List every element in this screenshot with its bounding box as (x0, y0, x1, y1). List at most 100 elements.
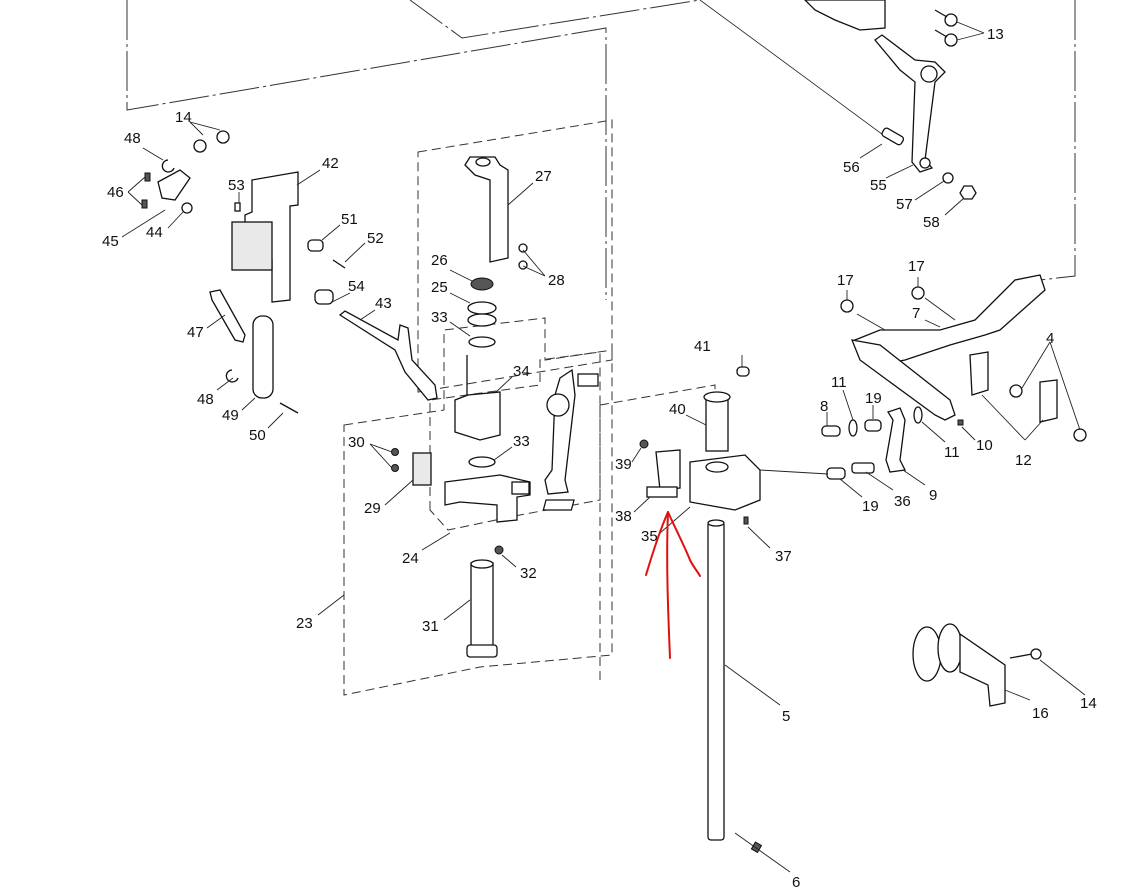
part-24-stub (511, 481, 530, 495)
part-46-setscrew-a (144, 172, 151, 182)
part-27-eye (475, 157, 491, 167)
part-connecting-rod (544, 368, 576, 495)
part-connecting-rod-pin (577, 373, 599, 387)
part-54-spring (314, 289, 334, 305)
part-32-screw (494, 545, 504, 555)
callout-19a: 19 (865, 390, 882, 407)
part-35-bore (705, 461, 729, 473)
callout-33b: 33 (513, 433, 530, 450)
part-48-eclip-a (161, 159, 175, 173)
upper-left-boundary (126, 0, 607, 300)
callout-19b: 19 (862, 498, 879, 515)
callout-58: 58 (923, 214, 940, 231)
part-31-top (470, 559, 494, 569)
part-12-clamp-a (969, 351, 989, 396)
part-45-arm (157, 169, 191, 201)
part-34-block (454, 391, 501, 441)
part-10-setscrew (957, 419, 964, 426)
callout-6: 6 (792, 874, 800, 891)
callout-57: 57 (896, 196, 913, 213)
callout-45: 45 (102, 233, 119, 250)
part-7-crank (850, 339, 956, 421)
part-13-screw-a (944, 13, 958, 27)
callout-55: 55 (870, 177, 887, 194)
parts (141, 0, 1087, 854)
callout-8: 8 (820, 398, 828, 415)
part-16-pulley-front (912, 626, 942, 682)
callout-36: 36 (894, 493, 911, 510)
red-arrow-left-stroke (645, 511, 671, 659)
callout-11a: 11 (831, 374, 847, 391)
part-17-cap-a (840, 299, 854, 313)
part-33-washer-b (468, 456, 496, 468)
part-13-shank-a (934, 9, 948, 18)
callout-52: 52 (367, 230, 384, 247)
part-31-sleeve (470, 562, 494, 654)
part-41-screw (736, 366, 750, 377)
callout-50: 50 (249, 427, 266, 444)
part-33-washer-a (468, 336, 496, 348)
callout-4: 4 (1046, 330, 1054, 347)
part-25-spool-b (467, 313, 497, 327)
callout-34: 34 (513, 363, 530, 380)
callout-56: 56 (843, 159, 860, 176)
part-19-pin-b (826, 467, 846, 480)
callout-9: 9 (929, 487, 937, 504)
callout-24: 24 (402, 550, 419, 567)
part-30-screw-a (391, 448, 399, 456)
part-31-flange (466, 644, 498, 658)
part-4-screw-a (1009, 384, 1023, 398)
callout-11b: 11 (944, 444, 960, 461)
callout-14b: 14 (1080, 695, 1097, 712)
part-40-bushing (705, 394, 729, 452)
part-11-washer-a (848, 419, 858, 437)
part-11-washer-b (913, 406, 923, 424)
part-53-setscrew (234, 202, 241, 212)
callout-labels: 13 14 48 42 53 46 45 44 51 52 54 43 47 4… (102, 26, 1097, 891)
callout-10: 10 (976, 437, 993, 454)
leader-lines (121, 21, 1086, 873)
part-57-washer (942, 172, 954, 184)
part-19-pin-a (864, 419, 882, 432)
callout-48b: 48 (197, 391, 214, 408)
callout-35: 35 (641, 528, 658, 545)
callout-39: 39 (615, 456, 632, 473)
part-36-pin (851, 462, 875, 474)
callout-54: 54 (348, 278, 365, 295)
part-top-bracket (804, 0, 886, 31)
callout-42: 42 (322, 155, 339, 172)
part-50-pin (279, 402, 299, 414)
part-25-spool (467, 301, 497, 315)
part-43-rod (338, 310, 438, 401)
part-7-shaft-arm (853, 274, 1046, 366)
callout-53: 53 (228, 177, 245, 194)
right-boundary (1039, 0, 1076, 281)
callout-51: 51 (341, 211, 358, 228)
part-38-tab (646, 486, 678, 498)
callout-41: 41 (694, 338, 711, 355)
part-4-screw-b (1073, 428, 1087, 442)
callout-48: 48 (124, 130, 141, 147)
top-boundary (409, 0, 701, 39)
part-46-setscrew-b (141, 199, 148, 209)
red-arrow-right-stroke (667, 511, 701, 577)
callout-31: 31 (422, 618, 439, 635)
part-13-screw-b (944, 33, 958, 47)
part-16-bracket (959, 632, 1006, 707)
part-55-lever (874, 34, 946, 173)
diagonal-axis-56 (699, 0, 891, 141)
callout-40: 40 (669, 401, 686, 418)
part-55-hub (920, 65, 938, 83)
part-55-eye (919, 157, 931, 169)
part-52-screw (332, 259, 346, 269)
callout-16: 16 (1032, 705, 1049, 722)
callout-38: 38 (615, 508, 632, 525)
part-58-nut (959, 185, 977, 200)
part-28-screw-a (518, 243, 528, 253)
part-24-yoke (444, 474, 531, 523)
part-38-bracket (655, 449, 681, 491)
callout-43: 43 (375, 295, 392, 312)
part-27-arm (464, 156, 509, 263)
part-29-plate (412, 452, 432, 486)
